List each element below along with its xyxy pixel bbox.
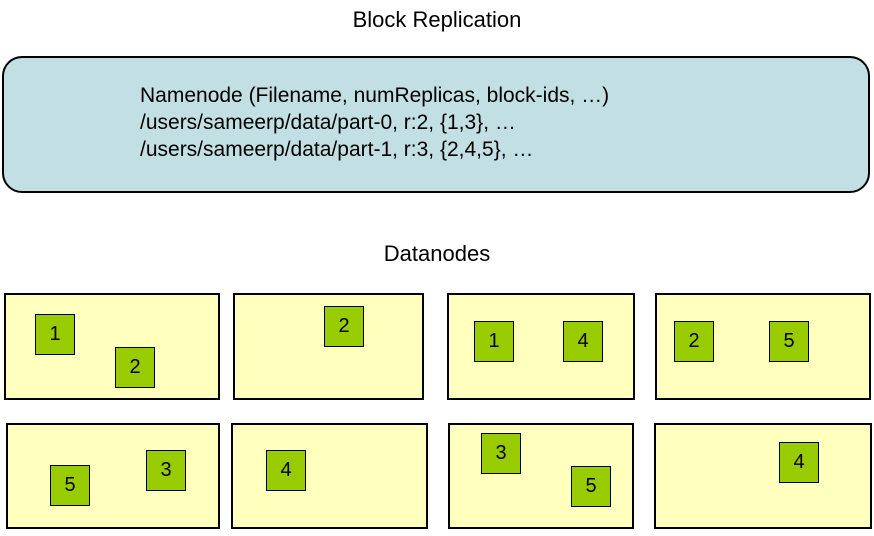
datanodes-label: Datanodes xyxy=(383,241,491,266)
datanode-3-block-1: 1 xyxy=(474,321,514,362)
datanode-7-block-5: 5 xyxy=(571,466,611,507)
datanode-6-block-4: 4 xyxy=(266,450,306,491)
namenode-box: Namenode (Filename, numReplicas, block-i… xyxy=(2,56,870,193)
datanode-3-block-4: 4 xyxy=(563,321,603,362)
namenode-line-part-0: /users/sameerp/data/part-0, r:2, {1,3}, … xyxy=(140,111,516,134)
datanode-1-block-2: 2 xyxy=(115,347,155,388)
datanode-4-block-2: 2 xyxy=(674,321,714,362)
namenode-line-part-1: /users/sameerp/data/part-1, r:3, {2,4,5}… xyxy=(140,138,534,161)
diagram-title: Block Replication xyxy=(352,7,522,32)
datanode-8-box: 4 xyxy=(654,423,872,529)
datanode-6-box: 4 xyxy=(231,423,428,529)
namenode-text: Namenode (Filename, numReplicas, block-i… xyxy=(140,82,609,163)
datanode-2-box: 2 xyxy=(233,293,424,400)
namenode-line-signature: Namenode (Filename, numReplicas, block-i… xyxy=(140,84,610,107)
datanode-8-block-4: 4 xyxy=(779,442,819,483)
datanode-4-block-5: 5 xyxy=(769,321,809,362)
datanode-5-block-3: 3 xyxy=(146,450,186,491)
datanode-7-block-3: 3 xyxy=(481,433,521,474)
datanode-1-block-1: 1 xyxy=(35,314,75,355)
datanode-2-block-2: 2 xyxy=(324,306,364,347)
datanode-5-block-5: 5 xyxy=(50,465,90,506)
